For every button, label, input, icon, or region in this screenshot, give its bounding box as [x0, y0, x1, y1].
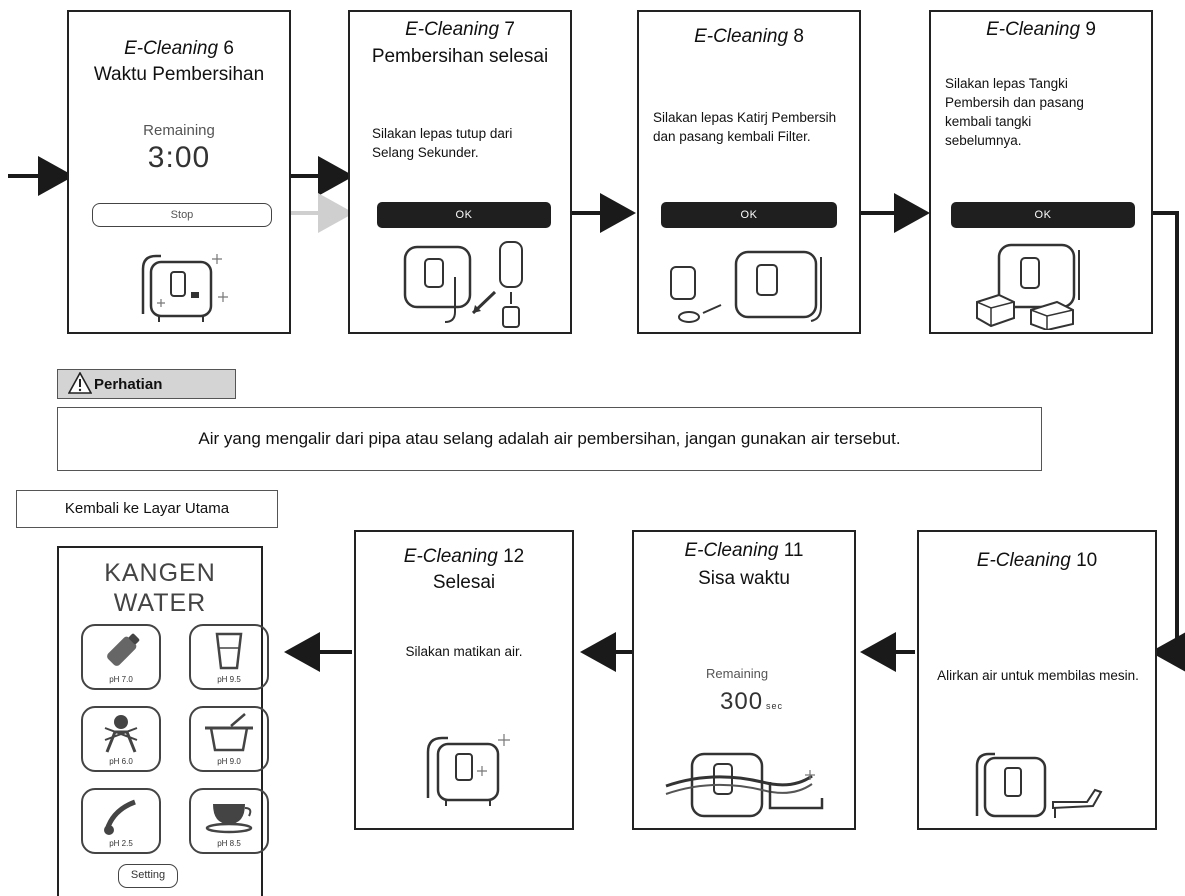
ph-value: pH 6.0 [109, 757, 133, 766]
stop-button[interactable]: Stop [92, 203, 272, 227]
panel-title: E-Cleaning 6 [124, 38, 234, 59]
ok-button[interactable]: OK [377, 202, 551, 228]
instruction-text: Silakan lepas Katirj Pembersih dan pasan… [653, 110, 837, 144]
panel-title: E-Cleaning 11 [684, 540, 804, 561]
panel-title: E-Cleaning 10 [976, 550, 1098, 571]
panel-title: E-Cleaning 8 [694, 26, 804, 47]
mode-button-ph-9-5[interactable]: pH 9.5 [189, 624, 269, 690]
remaining-seconds: 300 [720, 688, 764, 715]
cooking-pot-icon [205, 713, 253, 752]
mode-button-ph-8-5[interactable]: pH 8.5 [189, 788, 269, 854]
home-screen-panel: KANGEN WATER pH 7.0 pH 9.5 pH 6.0 pH 9.0 [57, 546, 269, 896]
home-title-line1: KANGEN [104, 559, 216, 587]
machine-sparkle-illustration [426, 734, 510, 806]
home-title-line2: WATER [113, 589, 207, 617]
warning-label: Perhatian [57, 369, 236, 399]
panel-subtitle: Sisa waktu [698, 568, 790, 589]
panel-e-cleaning-7: E-Cleaning 7 Pembersihan selesai Silakan… [348, 10, 572, 334]
mode-button-ph-2-5[interactable]: pH 2.5 [81, 788, 161, 854]
mode-button-ph-7-0[interactable]: pH 7.0 [81, 624, 161, 690]
panel-subtitle: Waktu Pembersihan [93, 64, 265, 85]
mode-button-ph-6-0[interactable]: pH 6.0 [81, 706, 161, 772]
rinse-machine-illustration [665, 752, 824, 818]
remaining-label: Remaining [706, 666, 769, 681]
instruction-text: Silakan lepas tutup dari Selang Sekunder… [372, 126, 513, 160]
baby-bottle-icon [107, 633, 140, 666]
instruction-text: Silakan lepas Tangki Pembersih dan pasan… [945, 76, 1084, 148]
warning-label-text: Perhatian [94, 376, 163, 393]
panel-title: E-Cleaning 12 [403, 546, 525, 567]
ph-value: pH 2.5 [109, 839, 133, 848]
glass-icon [215, 632, 243, 670]
panel-e-cleaning-12: E-Cleaning 12 Selesai Silakan matikan ai… [354, 530, 574, 830]
back-to-main-screen-label: Kembali ke Layar Utama [16, 490, 278, 528]
panel-e-cleaning-6: E-Cleaning 6 Waktu Pembersihan Remaining… [67, 10, 291, 334]
machine-sparkle-illustration [141, 254, 228, 322]
ok-button[interactable]: OK [661, 202, 837, 228]
remaining-unit: sec [766, 701, 784, 711]
instruction-text: Alirkan air untuk membilas mesin. [937, 668, 1139, 683]
warning-message: Air yang mengalir dari pipa atau selang … [57, 407, 1042, 471]
remaining-time: 3:00 [147, 141, 211, 174]
beauty-icon [104, 799, 136, 835]
ok-button[interactable]: OK [951, 202, 1135, 228]
replace-tank-illustration [976, 243, 1080, 330]
replace-filter-illustration [670, 250, 822, 323]
ph-value: pH 9.0 [217, 757, 241, 766]
panel-e-cleaning-9: E-Cleaning 9 Silakan lepas Tangki Pember… [929, 10, 1153, 334]
cleaning-icon [104, 715, 138, 753]
panel-title: E-Cleaning 7 [405, 19, 515, 40]
tea-cup-icon [205, 804, 253, 834]
panel-subtitle: Selesai [432, 572, 496, 593]
warning-icon [68, 372, 92, 394]
panel-e-cleaning-10: E-Cleaning 10 Alirkan air untuk membilas… [917, 530, 1157, 830]
ph-value: pH 8.5 [217, 839, 241, 848]
panel-e-cleaning-8: E-Cleaning 8 Silakan lepas Katirj Pember… [637, 10, 861, 334]
panel-title: E-Cleaning 9 [986, 19, 1096, 40]
faucet-machine-illustration [975, 752, 1103, 818]
panel-subtitle: Pembersihan selesai [371, 46, 549, 67]
remove-hose-cap-illustration [403, 241, 523, 328]
setting-button[interactable]: Setting [118, 864, 178, 888]
remaining-label: Remaining [143, 122, 215, 139]
ph-value: pH 7.0 [109, 675, 133, 684]
mode-button-ph-9-0[interactable]: pH 9.0 [189, 706, 269, 772]
ph-value: pH 9.5 [217, 675, 241, 684]
instruction-text: Silakan matikan air. [405, 644, 523, 659]
